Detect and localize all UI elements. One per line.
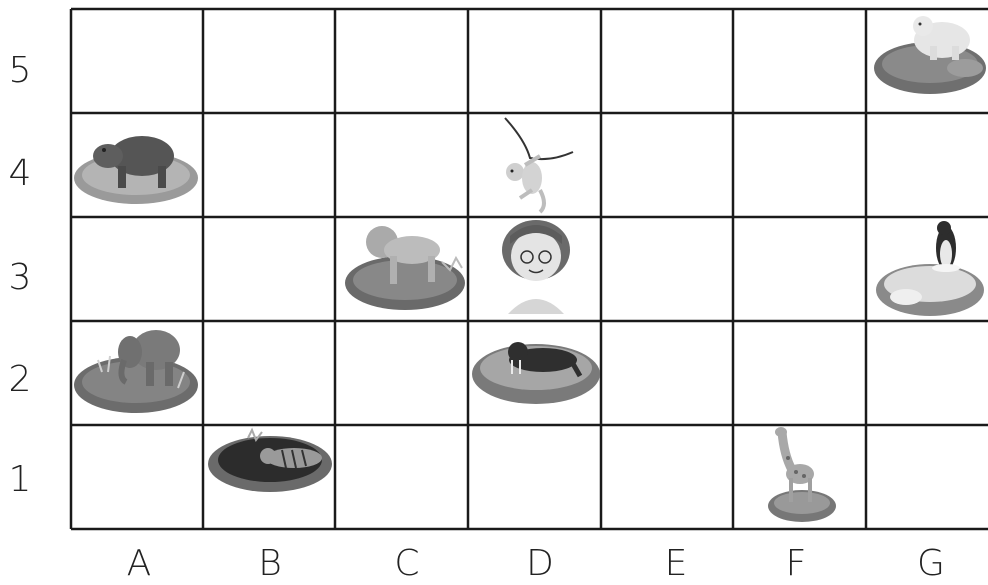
col-label-g: G xyxy=(901,546,961,582)
col-label-f: F xyxy=(766,546,826,582)
row-label-1: 1 xyxy=(8,462,32,498)
lion-icon xyxy=(345,226,465,310)
monkey-icon xyxy=(505,118,573,212)
col-label-e: E xyxy=(646,546,706,582)
col-label-c: C xyxy=(377,546,437,582)
walrus-icon xyxy=(472,342,600,404)
tiger-icon xyxy=(208,430,332,492)
row-label-4: 4 xyxy=(8,156,32,192)
elephant-icon xyxy=(74,330,198,413)
col-label-b: B xyxy=(240,546,300,582)
row-label-5: 5 xyxy=(8,53,32,89)
polar-bear-icon xyxy=(874,16,986,94)
col-label-a: A xyxy=(109,546,169,582)
girl-avatar xyxy=(502,220,570,314)
giraffe-icon xyxy=(768,427,836,522)
penguin-icon xyxy=(876,221,984,316)
hippo-icon xyxy=(74,136,198,204)
row-label-3: 3 xyxy=(8,260,32,296)
row-label-2: 2 xyxy=(8,362,32,398)
col-label-d: D xyxy=(510,546,570,582)
